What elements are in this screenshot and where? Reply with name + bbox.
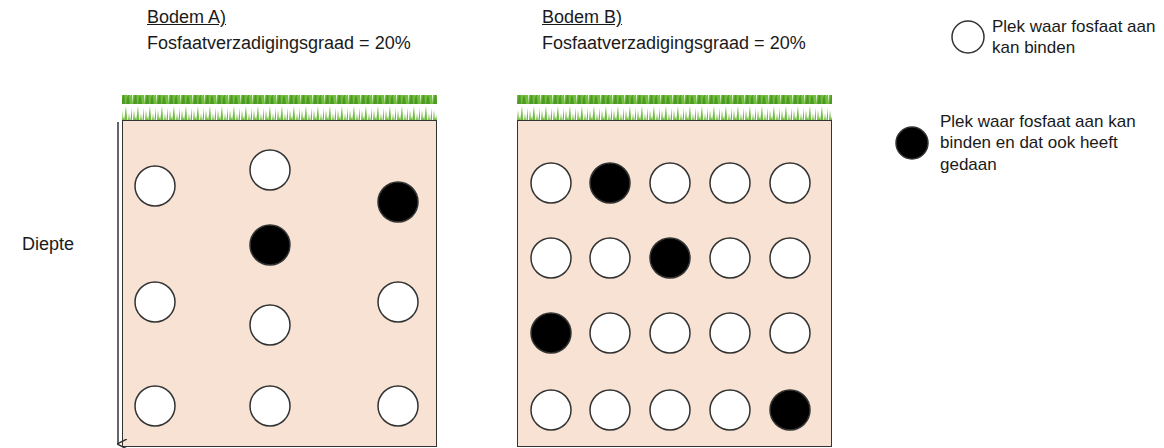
legend-text: Plek waar fosfaat aan kan binden en dat … [940,111,1158,175]
legend-circle [952,21,984,53]
legend-circle [896,127,928,159]
legend-swatch [950,19,986,55]
soil-box: Bodem B)Fosfaatverzadigingsgraad = 20% [517,120,832,447]
binding-sites [531,163,810,430]
legend-swatch [894,125,930,161]
saturation-label: Fosfaatverzadigingsgraad = 20% [542,33,806,54]
soil-heading: Bodem A) [147,7,226,28]
soil-box: Bodem A)Fosfaatverzadigingsgraad = 20% [122,120,437,447]
axis-label: Diepte [22,234,74,255]
grass [517,95,832,121]
binding-sites [135,150,418,426]
saturation-label: Fosfaatverzadigingsgraad = 20% [147,33,411,54]
soil-ground [122,120,437,447]
legend-text: Plek waar fosfaat aan kan binden [992,16,1160,59]
grass [122,95,437,121]
depth-arrow [117,122,119,444]
soil-heading: Bodem B) [542,7,622,28]
soil-ground [517,120,832,447]
